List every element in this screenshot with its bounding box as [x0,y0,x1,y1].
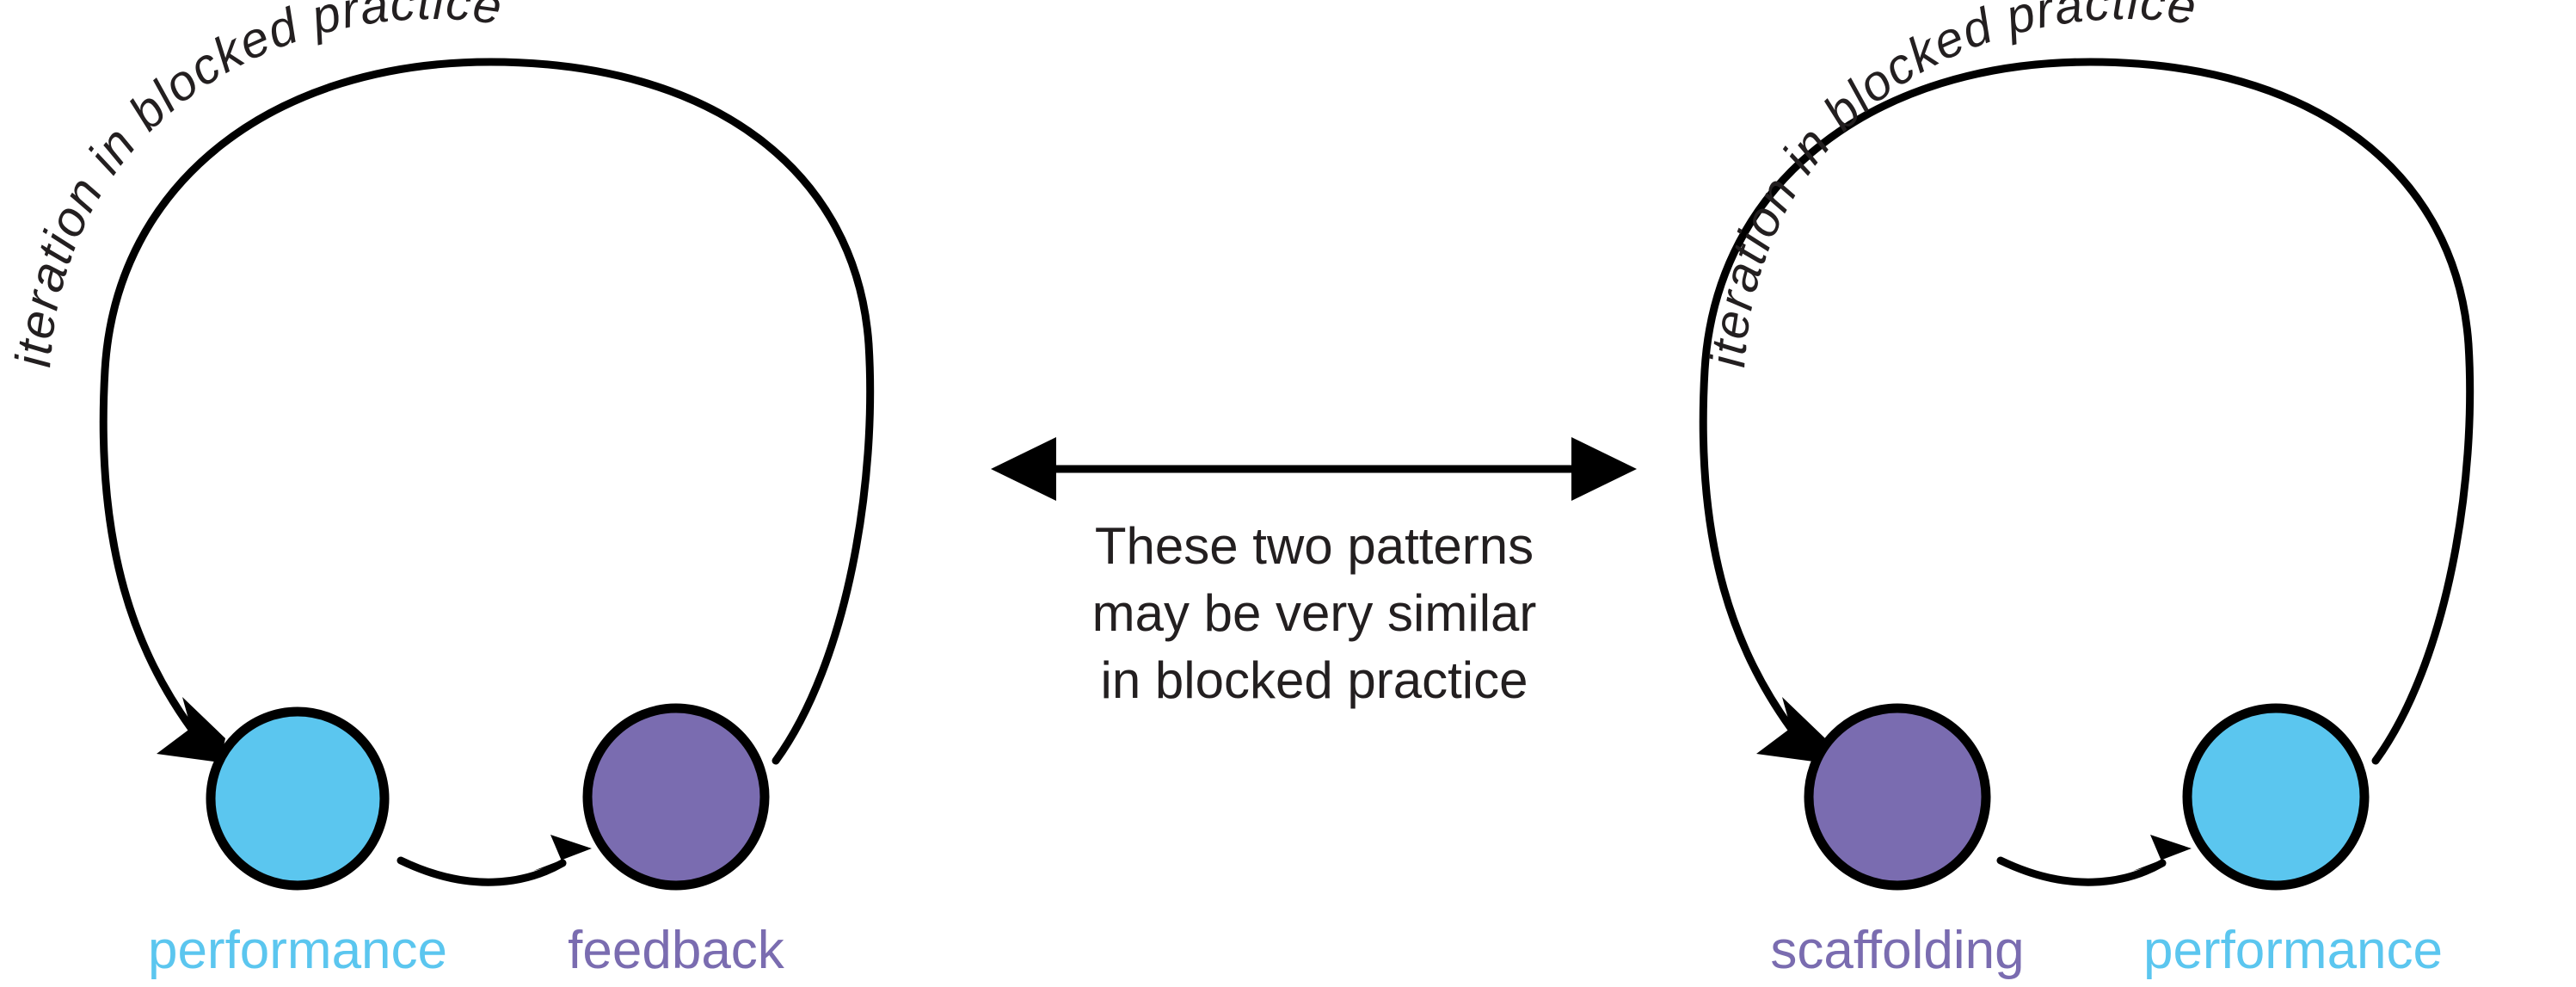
label-performance-right: performance [2143,921,2443,980]
right-short-arrowhead [2133,835,2192,871]
left-loop-arrowhead [157,697,225,762]
left-loop-caption: iteration in blocked practice [5,0,506,369]
label-performance-left: performance [148,921,447,980]
node-performance-right[interactable] [2182,703,2370,891]
right-cycle-group: iteration in blocked practice scaffoldin… [1699,0,2475,980]
comparison-note-line-1: These two patterns [1095,517,1534,575]
comparison-note-line-3: in blocked practice [1101,651,1528,709]
right-loop-caption-textpath: iteration in blocked practice [1700,0,2199,369]
left-loop-arc [99,58,875,765]
right-loop-arc [1699,58,2475,765]
label-scaffolding: scaffolding [1770,921,2024,980]
left-cycle-group: iteration in blocked practice performanc… [5,0,875,980]
left-loop-caption-textpath: iteration in blocked practice [5,0,505,369]
right-short-arrow-line [1996,856,2167,886]
label-feedback: feedback [568,921,785,980]
node-performance-left[interactable] [206,706,390,891]
left-short-arrowhead [533,835,592,871]
comparison-arrowhead-left [991,437,1056,501]
center-annotation-group: These two patterns may be very similar i… [991,437,1637,709]
comparison-note-line-2: may be very similar [1092,584,1537,642]
node-feedback[interactable] [582,703,770,891]
right-loop-caption: iteration in blocked practice [1700,0,2200,369]
comparison-arrowhead-right [1571,437,1637,501]
node-scaffolding[interactable] [1804,703,1991,891]
left-short-arrow-line [397,856,567,886]
right-loop-arrowhead [1756,697,1825,762]
